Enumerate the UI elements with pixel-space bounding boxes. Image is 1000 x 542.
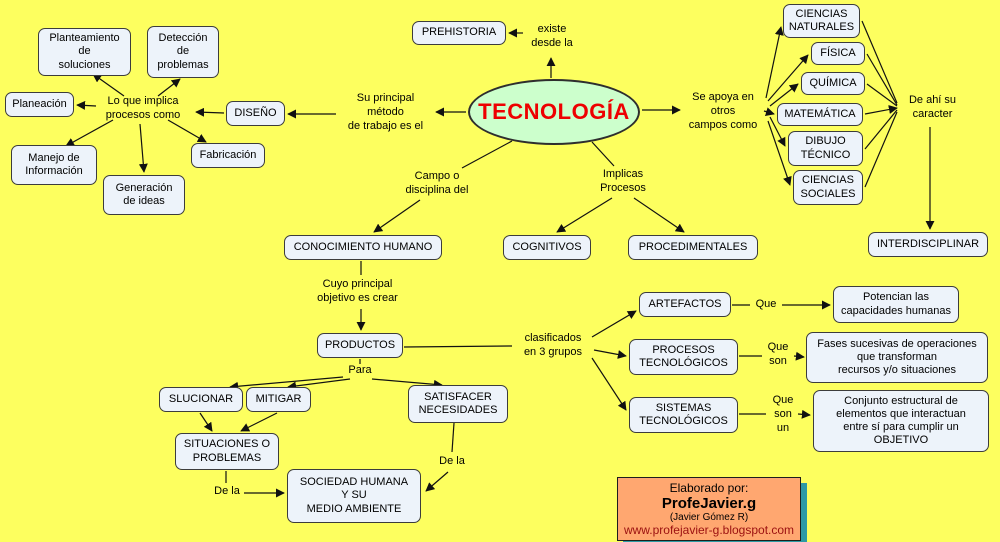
node-procesos-tecnologicos: PROCESOS TECNOLÓGICOS [629,339,738,375]
node-cognitivos: COGNITIVOS [503,235,591,260]
node-conjunto-estructural: Conjunto estructural de elementos que in… [813,390,989,452]
label-de-ahi-su-caracter: De ahí su caracter [908,94,957,120]
label-implicas-procesos: Implicas Procesos [600,168,646,194]
node-conocimiento-humano: CONOCIMIENTO HUMANO [284,235,442,260]
label-campo-disciplina: Campo o disciplina del [405,170,469,196]
node-diseno: DISEÑO [226,101,285,126]
node-potencian-capacidades: Potencian las capacidades humanas [833,286,959,323]
central-topic: TECNOLOGÍA [468,79,640,145]
node-productos: PRODUCTOS [317,333,403,358]
node-ciencias-sociales: CIENCIAS SOCIALES [793,170,863,205]
node-artefactos: ARTEFACTOS [639,292,731,317]
node-fisica: FÍSICA [811,42,865,65]
credit-elaborado: Elaborado por: [669,481,749,495]
node-procedimentales: PROCEDIMENTALES [628,235,758,260]
credit-blog-url: www.profejavier-g.blogspot.com [623,523,795,537]
node-quimica: QUÍMICA [801,72,865,95]
node-generacion-ideas: Generación de ideas [103,175,185,215]
node-fabricacion: Fabricación [191,143,265,168]
node-situaciones-problemas: SITUACIONES O PROBLEMAS [175,433,279,470]
credit-box: Elaborado por: ProfeJavier.g (Javier Góm… [617,477,801,541]
node-matematica: MATEMÁTICA [777,103,863,126]
label-lo-que-implica: Lo que implica procesos como [105,95,181,121]
node-deteccion-problemas: Detección de problemas [147,26,219,78]
node-slucionar: SLUCIONAR [159,387,243,412]
node-mitigar: MITIGAR [246,387,311,412]
label-para: Para [348,364,372,376]
label-existe-desde-la: existe desde la [531,23,573,49]
label-de-la-1: De la [214,485,240,497]
node-interdisciplinar: INTERDISCIPLINAR [868,232,988,257]
node-fases-sucesivas: Fases sucesivas de operaciones que trans… [806,332,988,383]
label-cuyo-principal: Cuyo principal objetivo es crear [317,278,398,304]
label-que: Que [755,298,777,310]
node-prehistoria: PREHISTORIA [412,21,506,45]
label-de-la-2: De la [439,455,465,467]
central-topic-title: TECNOLOGÍA [478,99,630,124]
label-que-son: Que son [767,341,789,367]
node-manejo-informacion: Manejo de Información [11,145,97,185]
node-dibujo-tecnico: DIBUJO TÉCNICO [788,131,863,166]
node-planeacion: Planeación [5,92,74,117]
label-clasificados: clasificados en 3 grupos [523,332,583,358]
node-ciencias-naturales: CIENCIAS NATURALES [783,4,860,38]
node-sistemas-tecnologicos: SISTEMAS TECNOLÓGICOS [629,397,738,433]
credit-real-name: (Javier Gómez R) [669,512,749,523]
credit-author: ProfeJavier.g [661,495,757,512]
node-sociedad-humana: SOCIEDAD HUMANA Y SU MEDIO AMBIENTE [287,469,421,523]
label-se-apoya: Se apoya en otros campos como [688,91,758,131]
label-que-son-un: Que son un [772,394,794,434]
node-planteamiento-soluciones: Planteamiento de soluciones [38,28,131,76]
node-satisfacer-necesidades: SATISFACER NECESIDADES [408,385,508,423]
label-su-principal-metodo: Su principal método de trabajo es el [347,92,424,132]
